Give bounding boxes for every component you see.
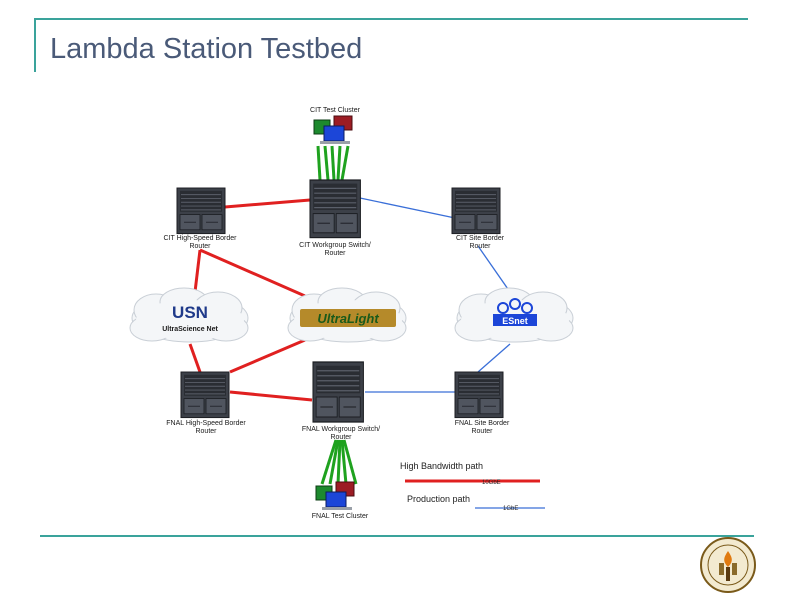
cit-workgroup-switch-router [309,179,361,239]
ultralight-cloud: UltraLight [287,287,407,343]
cit-cluster-links [316,145,350,181]
university-seal [700,537,756,593]
fnal-high-speed-border-router [180,371,230,419]
cit-test-cluster-computers [313,115,353,145]
fnal-test-cluster-label: FNAL Test Cluster [312,513,369,520]
cit-site-router-label-line1: CIT Site Border [456,235,505,242]
legend: High Bandwidth path 10GbE Production pat… [400,461,545,512]
cit-site-router-label-line2: Router [469,243,491,250]
usn-logo-text: USN [172,303,208,322]
fnal-hs-router-label-line1: FNAL High-Speed Border [166,420,246,427]
ultralight-logo-text: UltraLight [317,311,379,326]
left-rule [34,18,36,72]
fnal-wg-switch-label-line2: Router [330,434,352,441]
fnal-cluster-links [320,439,358,485]
cit-test-cluster-label: CIT Test Cluster [310,107,361,114]
cit-hs-router-label-line2: Router [189,243,211,250]
link-cit-wg-to-cit-site [359,197,456,219]
cit-wg-switch-label-line1: CIT Workgroup Switch/ [299,242,371,249]
fnal-site-router-label-line1: FNAL Site Border [455,420,510,427]
fnal-hs-router-label-line2: Router [195,428,217,435]
fnal-site-router-label-line2: Router [471,428,493,435]
cit-site-border-router [451,187,501,235]
cit-high-speed-border-router [176,187,226,235]
legend-high-bandwidth-label: High Bandwidth path [400,461,483,471]
fnal-test-cluster-computers [315,481,355,511]
link-cit-site-to-esnet [477,245,511,293]
bottom-rule [40,535,754,537]
legend-high-bandwidth-speed: 10GbE [482,480,501,486]
usn-caption: UltraScience Net [162,326,218,333]
legend-production-speed: 1GbE [503,506,518,512]
link-cit-hs-to-usn [193,249,202,293]
legend-production-label: Production path [407,494,470,504]
cit-hs-router-label-line1: CIT High-Speed Border [163,235,237,242]
link-cit-hs-to-ultralight [199,248,306,298]
cit-wg-switch-label-line2: Router [324,250,346,257]
slide-title: Lambda Station Testbed [50,33,363,65]
esnet-cloud: ESnet [454,287,574,343]
fnal-workgroup-switch-router [312,361,365,423]
top-rule [34,18,748,20]
link-ultralight-to-fnal-hs [229,338,306,374]
link-usn-to-fnal-hs [188,343,202,373]
fnal-wg-switch-label-line1: FNAL Workgroup Switch/ [302,426,380,433]
esnet-logo-text: ESnet [502,316,528,326]
link-fnal-hs-to-fnal-wg [229,390,313,402]
link-cit-hs-to-cit-wg [224,198,311,209]
fnal-site-border-router [454,371,504,419]
usn-cloud: USN UltraScience Net [129,287,249,343]
link-esnet-to-fnal-site [477,343,511,373]
